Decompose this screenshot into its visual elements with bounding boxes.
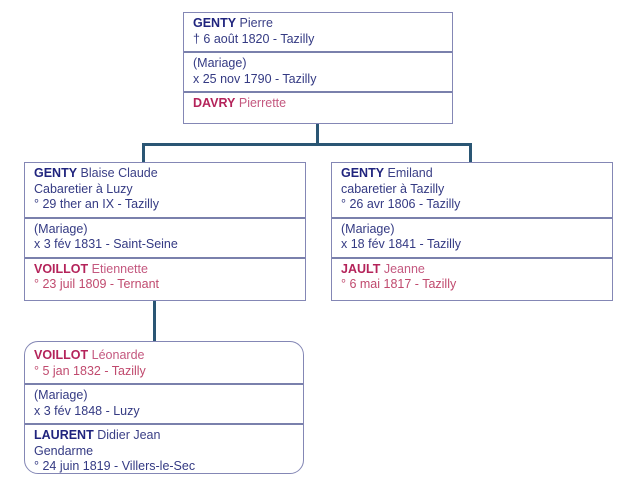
husband-event-line: ° 26 avr 1806 - Tazilly — [341, 197, 461, 211]
fiche-wife-section: JAULT Jeanne ° 6 mai 1817 - Tazilly — [332, 256, 612, 297]
wife-surname: VOILLOT — [34, 261, 89, 276]
husband-surname: LAURENT — [34, 428, 94, 442]
fiche-husband-section: GENTY Emiland cabaretier à Tazilly ° 26 … — [332, 163, 612, 217]
fiche-wife-section: DAVRY Pierrette — [184, 91, 452, 116]
husband-given-name: Pierre — [239, 16, 273, 30]
husband-given-name: Didier Jean — [97, 428, 161, 442]
connector-ancestor-stem — [316, 123, 319, 145]
fiche-husband-section: GENTY Pierre † 6 août 1820 - Tazilly — [184, 13, 452, 51]
husband-occupation-line: cabaretier à Tazilly — [341, 181, 445, 196]
wife-name-line: DAVRY Pierrette — [193, 96, 443, 112]
marriage-event-line: x 18 fév 1841 - Tazilly — [341, 237, 461, 251]
fiche-husband-section: LAURENT Didier Jean Gendarme ° 24 juin 1… — [25, 423, 303, 479]
fiche-marriage-section: (Mariage) x 25 nov 1790 - Tazilly — [184, 51, 452, 91]
marriage-event-line: x 3 fév 1848 - Luzy — [34, 403, 140, 418]
wife-surname: JAULT — [341, 261, 381, 276]
connector-drop-left-child — [142, 143, 145, 163]
marriage-label: (Mariage) — [34, 221, 88, 236]
husband-event-line: ° 24 juin 1819 - Villers-le-Sec — [34, 459, 196, 473]
husband-surname: GENTY — [341, 166, 385, 180]
marriage-event-line: x 25 nov 1790 - Tazilly — [193, 71, 317, 86]
marriage-label: (Mariage) — [193, 56, 247, 70]
wife-event-line: ° 5 jan 1832 - Tazilly — [34, 363, 146, 378]
wife-name-line: VOILLOT Etiennette — [34, 262, 296, 278]
wife-given-name: Léonarde — [91, 348, 145, 362]
husband-event-line: † 6 août 1820 - Tazilly — [193, 31, 315, 46]
wife-name-line: VOILLOT Léonarde — [34, 348, 294, 364]
husband-name-line: GENTY Emiland — [341, 166, 603, 182]
fiche-grandchild-couple[interactable]: VOILLOT Léonarde ° 5 jan 1832 - Tazilly … — [24, 341, 304, 474]
marriage-label: (Mariage) — [341, 221, 395, 236]
fiche-marriage-section: (Mariage) x 3 fév 1848 - Luzy — [25, 383, 303, 423]
marriage-event-line: x 3 fév 1831 - Saint-Seine — [34, 237, 178, 251]
fiche-marriage-section: (Mariage) x 3 fév 1831 - Saint-Seine — [25, 216, 305, 257]
wife-name-line: JAULT Jeanne — [341, 262, 603, 278]
marriage-label: (Mariage) — [34, 388, 88, 402]
wife-given-name: Etiennette — [91, 261, 148, 276]
wife-given-name: Jeanne — [383, 261, 425, 276]
husband-occupation-line: Cabaretier à Luzy — [34, 181, 133, 196]
fiche-marriage-section: (Mariage) x 18 fév 1841 - Tazilly — [332, 216, 612, 257]
wife-surname: VOILLOT — [34, 348, 89, 362]
husband-occupation-line: Gendarme — [34, 443, 94, 458]
fiche-child-left-couple[interactable]: GENTY Blaise Claude Cabaretier à Luzy ° … — [24, 162, 306, 301]
husband-surname: GENTY — [193, 16, 237, 30]
husband-name-line: GENTY Pierre — [193, 16, 443, 32]
fiche-wife-section: VOILLOT Léonarde ° 5 jan 1832 - Tazilly — [25, 342, 303, 383]
husband-surname: GENTY — [34, 166, 78, 180]
wife-event-line: ° 23 juil 1809 - Ternant — [34, 277, 159, 291]
fiche-ancestor-couple[interactable]: GENTY Pierre † 6 août 1820 - Tazilly (Ma… — [183, 12, 453, 124]
husband-given-name: Blaise Claude — [80, 166, 158, 180]
wife-event-line: ° 6 mai 1817 - Tazilly — [341, 277, 457, 291]
husband-given-name: Emiland — [387, 166, 433, 180]
wife-surname: DAVRY — [193, 96, 236, 110]
connector-sibling-bar — [142, 143, 472, 146]
connector-left-child-to-grandchild — [153, 300, 156, 342]
husband-name-line: GENTY Blaise Claude — [34, 166, 296, 182]
fiche-wife-section: VOILLOT Etiennette ° 23 juil 1809 - Tern… — [25, 256, 305, 297]
fiche-child-right-couple[interactable]: GENTY Emiland cabaretier à Tazilly ° 26 … — [331, 162, 613, 301]
connector-drop-right-child — [469, 143, 472, 163]
fiche-husband-section: GENTY Blaise Claude Cabaretier à Luzy ° … — [25, 163, 305, 217]
husband-event-line: ° 29 ther an IX - Tazilly — [34, 197, 159, 211]
wife-given-name: Pierrette — [238, 96, 287, 110]
husband-name-line: LAURENT Didier Jean — [34, 428, 294, 444]
